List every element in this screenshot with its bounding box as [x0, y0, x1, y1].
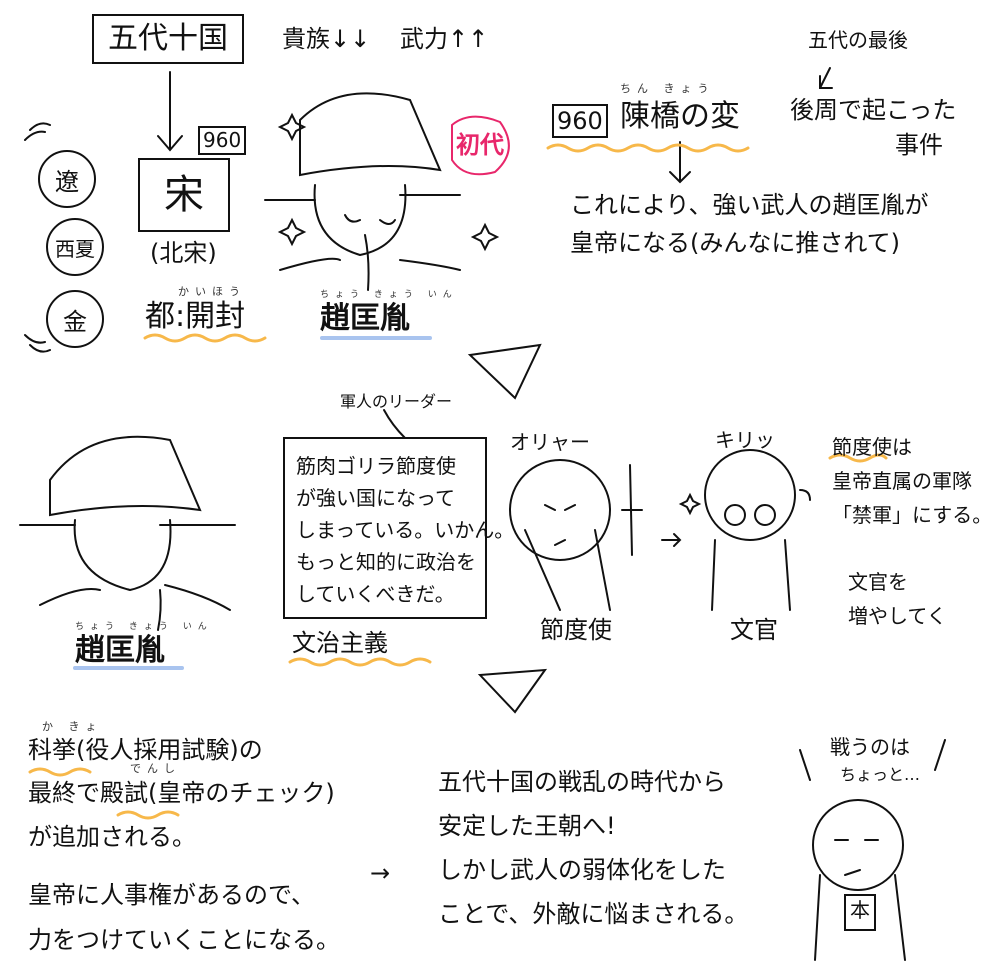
arrow-icon	[819, 67, 833, 89]
furigana: ちょう きょう いん	[320, 290, 458, 300]
arrow-right-icon: →	[370, 859, 391, 887]
chenqiao-incident: 陳橋の変	[620, 99, 740, 134]
reform-text: 節度使は 皇帝直属の軍隊 「禁軍」にする。	[832, 430, 992, 532]
note-end-line: 後周で起こった	[790, 96, 957, 124]
arrow-down-icon	[157, 71, 183, 152]
capital: 都:開封	[145, 299, 246, 334]
northern-song: (北宋)	[150, 239, 217, 267]
arrow-right-icon	[661, 533, 682, 547]
figure-label: 節度使	[540, 616, 612, 644]
shout: オリャー	[510, 430, 590, 454]
furigana: か きょ	[42, 720, 103, 733]
underline	[143, 333, 267, 343]
neighbor-xixia: 西夏	[46, 218, 104, 276]
shout: キリッ	[715, 428, 775, 452]
nobility-note: 貴族↓↓	[282, 25, 371, 53]
military-note: 武力↑↑	[400, 25, 489, 53]
annotation: 軍人のリーダー	[340, 392, 453, 411]
annotation-arrow	[383, 409, 406, 439]
exam-line: 力をつけていくことになる。	[28, 926, 340, 954]
motion-lines	[24, 122, 51, 353]
furigana: かいほう	[178, 285, 246, 298]
chenqiao-year: 960	[552, 104, 608, 138]
reform-line: 皇帝直属の軍隊	[832, 469, 972, 493]
speech-line: していくべきだ。	[296, 582, 455, 606]
zhao-kuangyin-name: 趙匡胤	[320, 301, 410, 336]
arrow-down-icon	[669, 141, 691, 184]
speech-box	[283, 437, 487, 619]
furigana: ちん きょう	[620, 82, 715, 95]
neighbor-jin: 金	[46, 290, 104, 348]
zhao-portrait-2	[19, 435, 236, 631]
speech-line: 筋肉ゴリラ節度使	[296, 454, 456, 478]
speech-line: もっと知的に政治を	[296, 550, 476, 574]
figure-label: 文官	[730, 616, 778, 644]
underline	[546, 143, 750, 153]
song-year: 960	[198, 126, 247, 155]
song-dynasty: 宋	[138, 158, 230, 232]
exam-line: が追加される。	[28, 823, 196, 851]
zhao-kuangyin-name: 趙匡胤	[75, 633, 165, 668]
reform-more: 文官を 増やしてく	[848, 565, 947, 633]
speech-line: しまっている。いかん。	[296, 518, 515, 542]
reform-line: 文官を	[848, 570, 908, 594]
exam-line: 科挙(役人採用試験)の	[28, 736, 263, 764]
reform-line: 節度使は	[832, 435, 912, 459]
reform-line: 増やしてく	[848, 604, 947, 628]
conclusion-line: 五代十国の戦乱の時代から	[438, 768, 726, 796]
result-line: これにより、強い武人の趙匡胤が	[570, 191, 929, 219]
highlight-circle	[451, 115, 510, 176]
military-governor-figure	[509, 459, 643, 611]
sword-icon	[621, 464, 643, 556]
scholar-figure	[799, 739, 946, 961]
title-box: 五代十国	[92, 14, 244, 64]
exam-line: 皇帝に人事権があるので、	[28, 881, 316, 909]
scholar-speech: ちょっと…	[840, 765, 921, 784]
underline	[28, 767, 92, 777]
note-end-line: 事件	[895, 131, 943, 159]
exam-line: 最終で殿試(皇帝のチェック)	[28, 779, 335, 807]
note-end-line: 五代の最後	[808, 28, 908, 52]
bunchi-label: 文治主義	[292, 629, 388, 657]
underline	[116, 810, 180, 820]
underline	[288, 657, 432, 667]
book-label: 本	[850, 898, 870, 922]
conclusion-line: ことで、外敵に悩まされる。	[438, 900, 749, 928]
speech-line: が強い国になって	[296, 486, 455, 510]
conclusion-text: 五代十国の戦乱の時代から 安定した王朝へ! しかし武人の弱体化をした ことで、外…	[438, 760, 748, 936]
speech-text: 筋肉ゴリラ節度使 が強い国になって しまっている。いかん。 もっと知的に政治を …	[296, 450, 514, 610]
civil-official-figure	[704, 449, 811, 611]
big-arrow-icon	[467, 343, 542, 400]
reform-line: 「禁軍」にする。	[832, 503, 993, 527]
underline	[828, 453, 888, 463]
furigana: でんし	[130, 762, 181, 775]
furigana: ちょう きょう いん	[75, 622, 213, 632]
conclusion-line: 安定した王朝へ!	[438, 812, 616, 840]
zhao-portrait-1	[264, 92, 461, 291]
neighbor-liao: 遼	[38, 150, 96, 208]
conclusion-line: しかし武人の弱体化をした	[438, 856, 726, 884]
first-emperor-badge: 初代	[456, 131, 504, 159]
book-icon	[844, 894, 876, 931]
result-line: 皇帝になる(みんなに推されて)	[570, 229, 901, 257]
scholar-speech: 戦うのは	[830, 735, 910, 759]
big-arrow-icon	[477, 668, 548, 714]
sparkle-icon	[277, 112, 702, 516]
